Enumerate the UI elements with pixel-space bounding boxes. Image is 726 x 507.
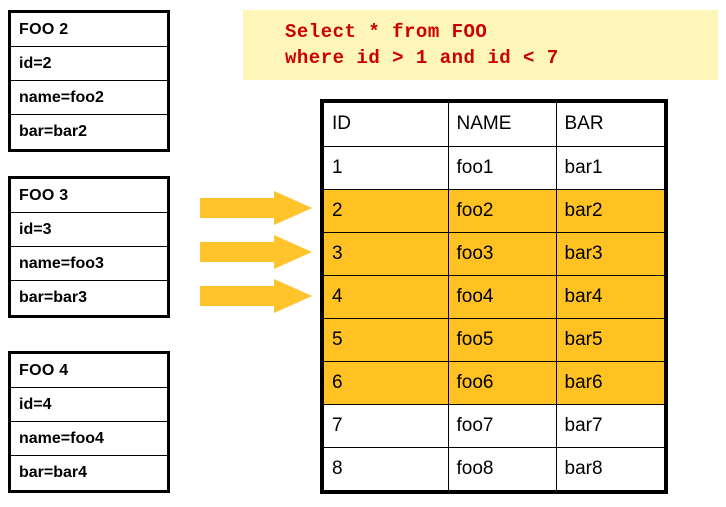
- cell-bar: bar7: [555, 403, 664, 448]
- column-header-name: NAME: [447, 103, 557, 146]
- cell-name: foo5: [447, 317, 557, 362]
- cell-id: 2: [324, 188, 449, 233]
- cell-bar: bar3: [555, 231, 664, 276]
- table-row: 1 foo1 bar1: [324, 145, 664, 190]
- entity-box-foo2: FOO 2 id=2 name=foo2 bar=bar2: [8, 10, 170, 152]
- cell-id: 7: [324, 403, 449, 448]
- cell-bar: bar5: [555, 317, 664, 362]
- cell-id: 4: [324, 274, 449, 319]
- cell-bar: bar4: [555, 274, 664, 319]
- cell-name: foo4: [447, 274, 557, 319]
- entity-field-id: id=4: [11, 388, 167, 422]
- sql-query-line-1: Select * from FOO: [285, 21, 488, 43]
- entity-field-bar: bar=bar3: [19, 289, 88, 306]
- cell-id: 3: [324, 231, 449, 276]
- cell-bar: bar6: [555, 360, 664, 405]
- column-header-id: ID: [324, 103, 449, 146]
- cell-name: foo2: [447, 188, 557, 233]
- cell-name: foo3: [447, 231, 557, 276]
- entity-box-foo3: FOO 3 id=3 name=foo3 bar=bar3: [8, 176, 170, 318]
- cell-name: foo8: [447, 446, 557, 490]
- table-row: 6 foo6 bar6: [324, 360, 664, 405]
- entity-field-name: name=foo4: [11, 422, 167, 456]
- entity-field-bar: bar=bar4: [19, 464, 88, 481]
- entity-field-id: id=3: [11, 213, 167, 247]
- flow-arrow-icon: [200, 191, 312, 225]
- cell-bar: bar8: [555, 446, 664, 490]
- flow-arrow-icon: [200, 235, 312, 269]
- cell-id: 1: [324, 145, 449, 190]
- cell-bar: bar2: [555, 188, 664, 233]
- entity-field-id: id=2: [11, 47, 167, 81]
- cell-name: foo7: [447, 403, 557, 448]
- entity-field-name: name=foo3: [11, 247, 167, 281]
- sql-query-line-2: where id > 1 and id < 7: [285, 47, 559, 69]
- table-row: 8 foo8 bar8: [324, 446, 664, 490]
- entity-title: FOO 3: [11, 179, 167, 213]
- entity-title: FOO 4: [11, 354, 167, 388]
- entity-field-bar: bar=bar2: [19, 123, 88, 140]
- table-row: 4 foo4 bar4: [324, 274, 664, 319]
- entity-box-foo4: FOO 4 id=4 name=foo4 bar=bar4: [8, 351, 170, 493]
- entity-field-name: name=foo2: [11, 81, 167, 115]
- cell-name: foo1: [447, 145, 557, 190]
- entity-title: FOO 2: [11, 13, 167, 47]
- table-row: 7 foo7 bar7: [324, 403, 664, 448]
- cell-name: foo6: [447, 360, 557, 405]
- cell-id: 8: [324, 446, 449, 490]
- sql-query-callout: Select * from FOO where id > 1 and id < …: [243, 10, 718, 80]
- table-row: 5 foo5 bar5: [324, 317, 664, 362]
- result-table: ID NAME BAR 1 foo1 bar1 2 foo2 bar2 3 fo…: [320, 99, 668, 494]
- table-row: 2 foo2 bar2: [324, 188, 664, 233]
- cell-bar: bar1: [555, 145, 664, 190]
- column-header-bar: BAR: [555, 103, 664, 146]
- cell-id: 5: [324, 317, 449, 362]
- table-row: 3 foo3 bar3: [324, 231, 664, 276]
- cell-id: 6: [324, 360, 449, 405]
- table-header-row: ID NAME BAR: [324, 103, 664, 146]
- flow-arrow-icon: [200, 279, 312, 313]
